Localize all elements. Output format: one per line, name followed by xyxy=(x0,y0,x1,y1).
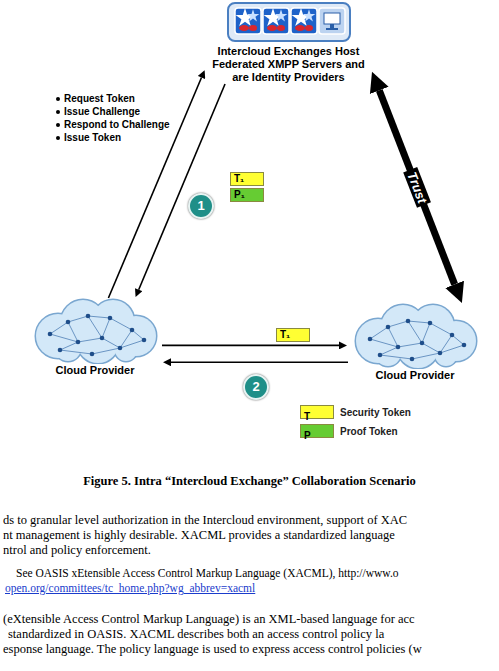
body-text: See OASIS xEtensible Access Control Mark… xyxy=(16,567,399,579)
cloud-shape xyxy=(348,303,482,369)
exchange-icon xyxy=(227,2,351,42)
edge-label: Trust xyxy=(403,167,431,208)
exchange-node: Intercloud Exchanges Host Federated XMPP… xyxy=(205,2,372,84)
legend-text: Security Token xyxy=(340,407,411,418)
callout-number: 1 xyxy=(188,193,214,219)
body-text: open.org/committees/tc_home.php?wg_abbre… xyxy=(5,582,255,594)
bullet-dot xyxy=(56,97,60,101)
legend-text: Proof Token xyxy=(340,426,398,437)
token-tag: T₁ xyxy=(276,328,310,342)
exchange-caption: Intercloud Exchanges Host Federated XMPP… xyxy=(205,45,372,84)
step-bullet: Respond to Challenge xyxy=(64,118,170,131)
token-letter: P xyxy=(301,430,311,441)
step-bullet: Issue Challenge xyxy=(64,105,140,118)
body-text: ntrol and policy enforcement. xyxy=(3,543,151,558)
step-bullet: Request Token xyxy=(64,92,135,105)
callout-number: 2 xyxy=(243,374,269,400)
token-tag: T₁ xyxy=(230,172,264,186)
cloud-provider: Cloud Provider xyxy=(348,303,482,382)
body-text: ds to granular level authorization in th… xyxy=(3,513,407,528)
trust-arrow xyxy=(379,90,454,284)
message-arrow xyxy=(139,84,225,290)
legend-swatch: P xyxy=(300,424,334,438)
cloud-provider: Cloud Provider xyxy=(28,298,162,377)
legend-row: P Proof Token xyxy=(300,421,398,439)
cloud-shape xyxy=(28,298,162,364)
token-tag: P₁ xyxy=(230,188,264,202)
body-text: standardized in OASIS. XACML describes b… xyxy=(8,627,384,642)
message-arrow xyxy=(171,361,348,363)
cloud-label: Cloud Provider xyxy=(28,364,162,377)
bullet-dot xyxy=(56,136,60,140)
figure-caption: Figure 5. Intra “Intercloud Exchange” Co… xyxy=(0,474,499,489)
message-arrow xyxy=(162,345,339,347)
body-text: esponse language. The policy language is… xyxy=(3,642,422,657)
cloud-label: Cloud Provider xyxy=(348,369,482,382)
legend-swatch: T xyxy=(300,405,334,419)
bullet-dot xyxy=(56,110,60,114)
step-bullet: Issue Token xyxy=(64,131,121,144)
legend-row: T Security Token xyxy=(300,402,411,420)
bullet-dot xyxy=(56,123,60,127)
body-text: (eXtensible Access Control Markup Langua… xyxy=(3,612,415,627)
token-letter: T xyxy=(301,411,310,422)
body-text: nt management is highly desirable. XACML… xyxy=(3,528,395,543)
